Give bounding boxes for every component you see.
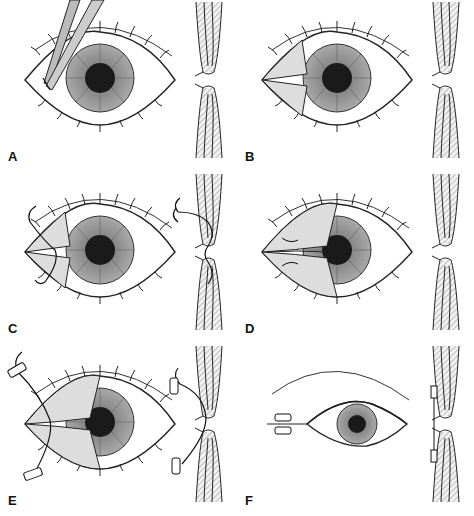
panel-letter: A xyxy=(8,150,17,163)
panel-letter: F xyxy=(245,494,253,507)
panel-letter: B xyxy=(245,150,254,163)
panel-letter: D xyxy=(245,322,254,335)
panel-letter: C xyxy=(8,322,17,335)
panel-letter: E xyxy=(8,494,17,507)
